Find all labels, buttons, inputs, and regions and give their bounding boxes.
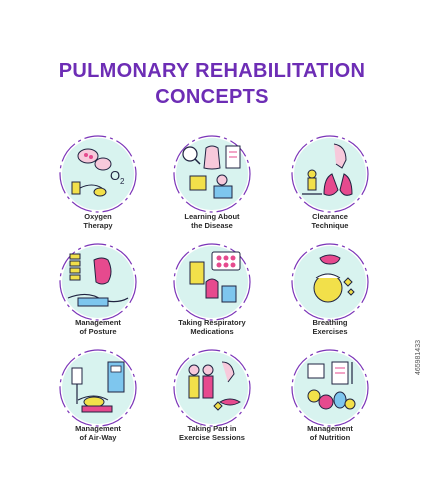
- nutrition-management-icon: [290, 348, 370, 428]
- page-title-line-1: PULMONARY REHABILITATION: [58, 60, 366, 82]
- learning-disease-icon: [172, 134, 252, 214]
- page-title-line-2: CONCEPTS: [155, 86, 269, 108]
- svg-text:O: O: [110, 168, 120, 183]
- exercise-sessions-icon: [172, 348, 252, 428]
- clearance-technique-icon: [290, 134, 370, 214]
- stock-id-vertical: 465981433: [415, 340, 422, 376]
- oxygen-therapy-icon: O 2: [58, 134, 138, 214]
- respiratory-medications-icon: [172, 242, 252, 322]
- airway-management-icon: [58, 348, 138, 428]
- svg-text:2: 2: [120, 177, 125, 186]
- management-posture-icon: [58, 242, 138, 322]
- breathing-exercises-icon: [290, 242, 370, 322]
